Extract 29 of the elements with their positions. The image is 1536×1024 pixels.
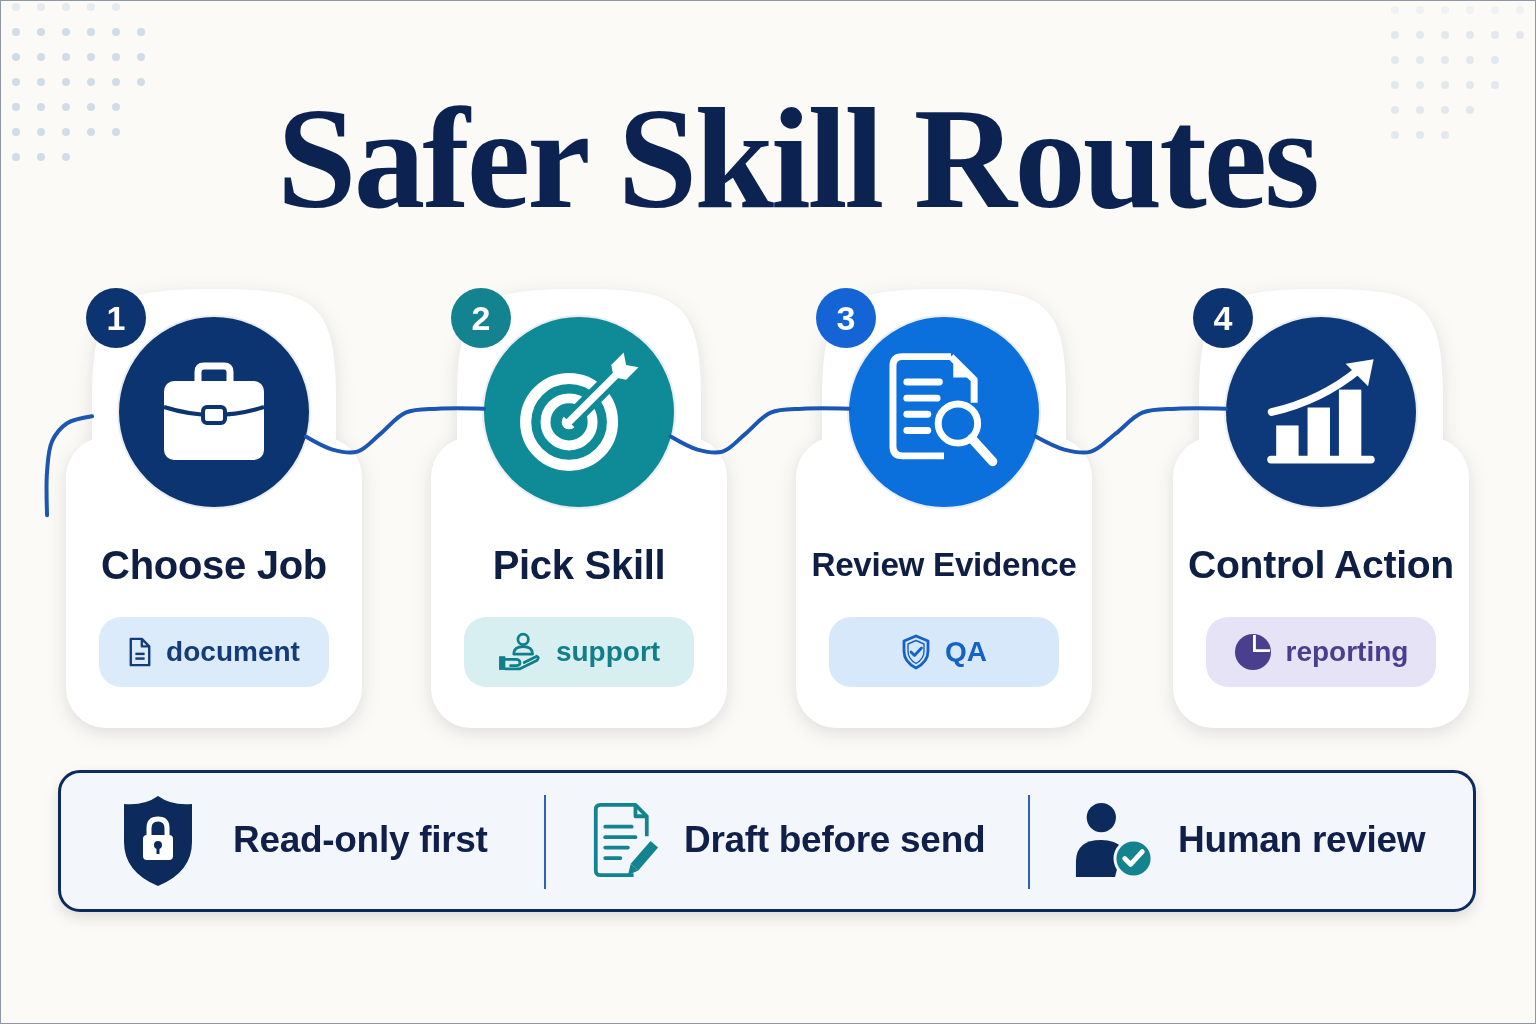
step-number: 2 [471, 299, 491, 337]
tag-label: reporting [1285, 635, 1409, 669]
tag-label: QA [945, 635, 987, 669]
number-badge [451, 288, 511, 348]
tag-pill [1206, 617, 1436, 687]
step-number: 1 [106, 299, 126, 337]
tag-label: support [555, 635, 661, 669]
principles-bar [58, 770, 1476, 912]
tag-pill [829, 617, 1059, 687]
principle-label: Human review [1178, 818, 1426, 862]
step-title: Choose Job [101, 542, 327, 588]
step-number: 4 [1213, 299, 1233, 337]
number-badge [816, 288, 876, 348]
connector-line [1033, 406, 1229, 455]
step-title: Review Evidence [811, 545, 1077, 585]
diagram-title: Safer Skill Routes [277, 88, 1317, 231]
step-title: Control Action [1188, 542, 1454, 588]
principle-label: Read-only first [233, 818, 488, 862]
principle-label: Draft before send [684, 818, 986, 862]
tag-pill [464, 617, 694, 687]
number-badge [1193, 288, 1253, 348]
connector-line [44, 414, 95, 518]
tag-pill [99, 617, 329, 687]
connector-line [668, 406, 852, 455]
number-badge [86, 288, 146, 348]
connector-line [303, 406, 487, 455]
step-number: 3 [836, 299, 856, 337]
step-title: Pick Skill [492, 542, 666, 588]
tag-label: document [166, 635, 300, 669]
